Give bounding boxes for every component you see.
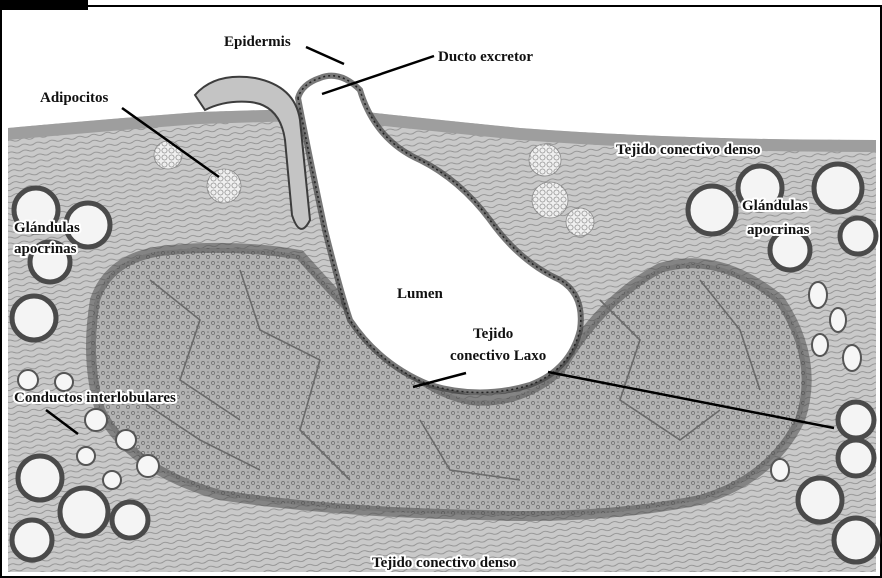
label-glandulas-right-1: Glándulas bbox=[742, 198, 808, 214]
label-conductos-interlobulares: Conductos interlobulares bbox=[14, 390, 176, 406]
label-adipocitos: Adipocitos bbox=[40, 90, 109, 106]
label-tejido-denso-bottom: Tejido conectivo denso bbox=[372, 555, 516, 571]
leader-epidermis bbox=[306, 47, 344, 64]
label-tejido-denso-top: Tejido conectivo denso bbox=[616, 142, 760, 158]
label-glandulas-left-1: Glándulas bbox=[14, 220, 80, 236]
label-glandulas-left-2: apocrinas bbox=[14, 241, 77, 257]
label-tejido-laxo-2: conectivo Laxo bbox=[450, 348, 546, 364]
label-tejido-laxo-1: Tejido bbox=[473, 326, 513, 342]
label-lumen: Lumen bbox=[397, 286, 444, 302]
label-epidermis: Epidermis bbox=[224, 34, 291, 50]
label-glandulas-right-2: apocrinas bbox=[747, 222, 810, 238]
label-ducto-excretor: Ducto excretor bbox=[438, 49, 533, 65]
